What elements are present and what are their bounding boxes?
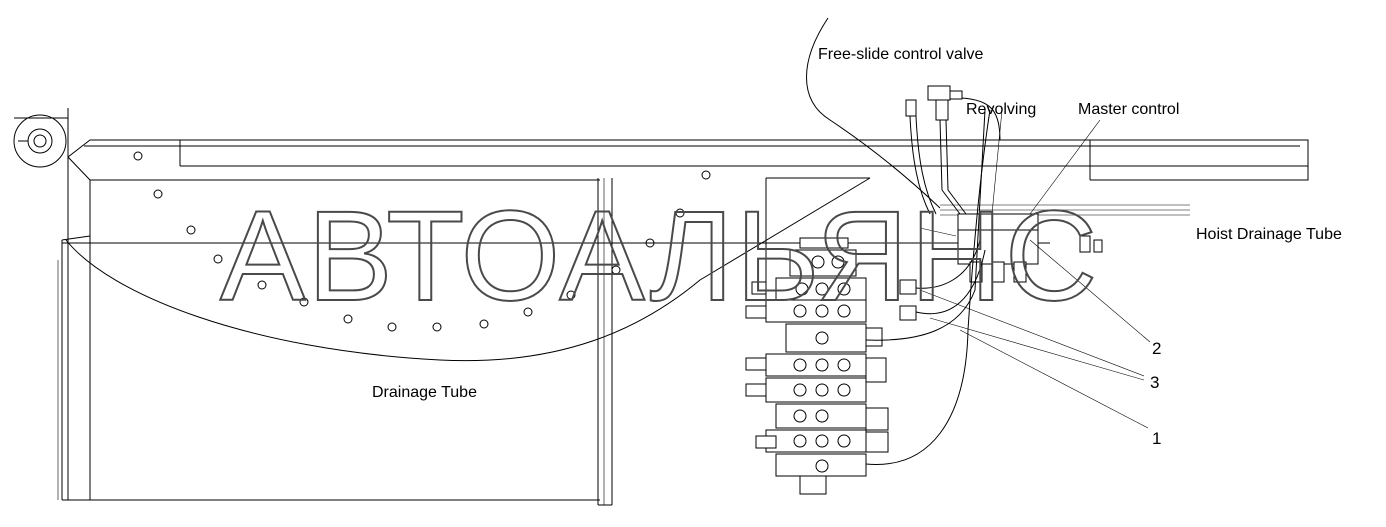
callout-1: 1	[1152, 429, 1161, 448]
callout-2: 2	[1152, 339, 1161, 358]
leader-lines	[919, 109, 1151, 429]
label-drainage-tube: Drainage Tube	[372, 384, 477, 401]
watermark-text: АВТОАЛЬЯНС	[220, 185, 1099, 328]
callout-3: 3	[1150, 373, 1159, 392]
label-free-slide-control-valve: Free-slide control valve	[818, 46, 984, 63]
master-control-block	[957, 213, 1103, 283]
multi-way-valve-stack	[745, 109, 991, 495]
free-slide-valve-assembly	[806, 17, 1001, 215]
label-revolving: Revolving	[966, 101, 1036, 118]
label-master-control: Master control	[1078, 101, 1179, 118]
label-hoist-drainage-tube: Hoist Drainage Tube	[1196, 226, 1342, 243]
